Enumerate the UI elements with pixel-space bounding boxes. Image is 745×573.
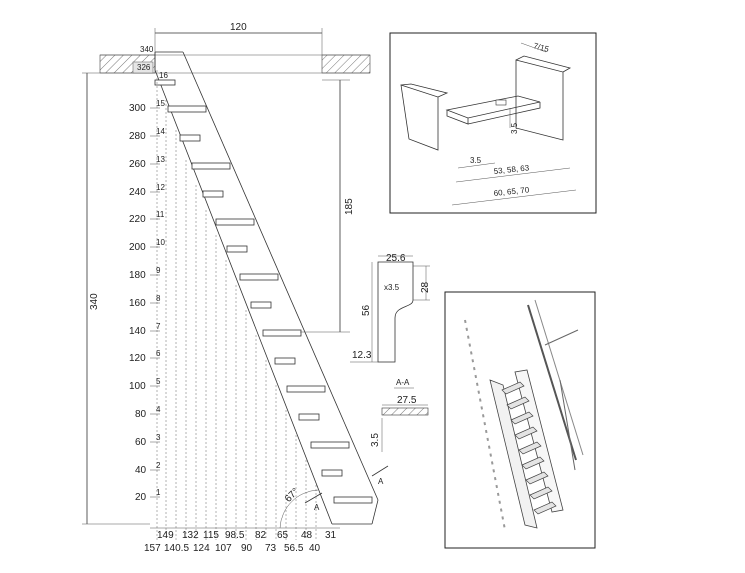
step-number: 2 [156, 461, 161, 470]
height-label: 120 [129, 353, 146, 364]
step-number: 5 [156, 377, 161, 386]
height-tick-lines [150, 107, 160, 498]
step-number: 7 [156, 322, 161, 331]
bottom-dim: 82 [255, 530, 267, 541]
profile-notch: 28 [420, 281, 431, 293]
bottom-dim: 107 [215, 543, 232, 554]
step-number: 1 [156, 488, 161, 497]
height-label: 140 [129, 326, 146, 337]
height-tick-labels: 300 280 260 240 220 200 180 160 140 120 … [129, 103, 147, 503]
height-label: 200 [129, 242, 146, 253]
total-height-label: 340 [89, 293, 100, 310]
section-mark-right: A [378, 477, 384, 486]
profile-width: 25.6 [386, 253, 406, 264]
step-number: 15 [156, 99, 165, 108]
section-a-a-detail: A-A 27.5 3.5 [370, 378, 429, 452]
bottom-dimension-row-1: 149 132 115 98.5 82 65 48 31 [157, 530, 337, 541]
step-number: 12 [156, 183, 165, 192]
detail-dim-mid: 53, 58, 63 [493, 163, 530, 176]
section-thickness: 3.5 [370, 433, 381, 447]
profile-base: 12.3 [352, 350, 372, 361]
detail-dim-top: 7/15 [532, 41, 550, 54]
stringer-inner [154, 69, 333, 525]
height-label: 100 [129, 381, 146, 392]
bottom-dimension-row-2: 157 140.5 124 107 90 73 56.5 40 [144, 543, 321, 554]
step-number: 4 [156, 405, 161, 414]
bottom-dim: 124 [193, 543, 210, 554]
ceiling-right-hatch [321, 54, 371, 74]
bottom-dim: 40 [309, 543, 321, 554]
bottom-dim: 90 [241, 543, 253, 554]
step-number: 3 [156, 433, 161, 442]
height-label: 40 [135, 465, 147, 476]
top-width-label: 120 [230, 22, 247, 33]
profile-thickness: x3.5 [384, 283, 400, 292]
tread-detail-box: 7/15 3.5 3.5 53, 58, 63 60, 65, 70 [389, 32, 597, 214]
step-number: 13 [156, 155, 165, 164]
top-small-326: 326 [137, 63, 151, 72]
main-stair-drawing: 340 326 120 [82, 22, 389, 554]
bottom-dim: 48 [301, 530, 313, 541]
profile-height: 56 [361, 304, 372, 316]
height-label: 260 [129, 159, 146, 170]
height-label: 80 [135, 409, 147, 420]
height-label: 280 [129, 131, 146, 142]
angle-label: 67° [283, 486, 301, 504]
height-label: 240 [129, 187, 146, 198]
stair-3d-illustration [444, 291, 596, 549]
detail-dim-bottom: 60, 65, 70 [493, 185, 530, 198]
step-numbers: 16 15 14 13 12 11 10 9 8 7 6 5 4 3 2 1 [156, 71, 168, 497]
section-title: A-A [396, 378, 410, 387]
stringer-outer [182, 51, 379, 501]
vertical-guides [156, 70, 317, 540]
detail-dim-small: 3.5 [470, 156, 482, 165]
height-label: 160 [129, 298, 146, 309]
bottom-dim: 73 [265, 543, 277, 554]
opening-height-label: 185 [344, 198, 355, 215]
bottom-dim: 140.5 [164, 543, 189, 554]
section-mark-left: A [314, 503, 320, 512]
height-label: 180 [129, 270, 146, 281]
height-label: 20 [135, 492, 147, 503]
step-number: 14 [156, 127, 165, 136]
step-number: 6 [156, 349, 161, 358]
step-number: 11 [156, 210, 165, 219]
angle-arc [279, 489, 319, 529]
height-label: 60 [135, 437, 147, 448]
height-label: 300 [129, 103, 146, 114]
bottom-dim: 98.5 [225, 530, 245, 541]
bottom-dim: 115 [203, 530, 219, 541]
step-number: 16 [159, 71, 168, 80]
stair-treads [154, 79, 373, 504]
step-number: 9 [156, 266, 161, 275]
bottom-dim: 56.5 [284, 543, 304, 554]
bottom-dim: 132 [182, 530, 199, 541]
bottom-dim: 31 [325, 530, 337, 541]
top-small-340: 340 [140, 45, 154, 54]
bottom-dim: 65 [277, 530, 289, 541]
step-number: 8 [156, 294, 161, 303]
step-number: 10 [156, 238, 165, 247]
bottom-dim: 157 [144, 543, 161, 554]
stringer-profile-detail: 25.6 56 28 x3.5 12.3 [350, 253, 431, 363]
bottom-dim: 149 [157, 530, 174, 541]
detail-dim-vertical: 3.5 [510, 122, 519, 134]
height-label: 220 [129, 214, 146, 225]
section-width: 27.5 [397, 395, 417, 406]
